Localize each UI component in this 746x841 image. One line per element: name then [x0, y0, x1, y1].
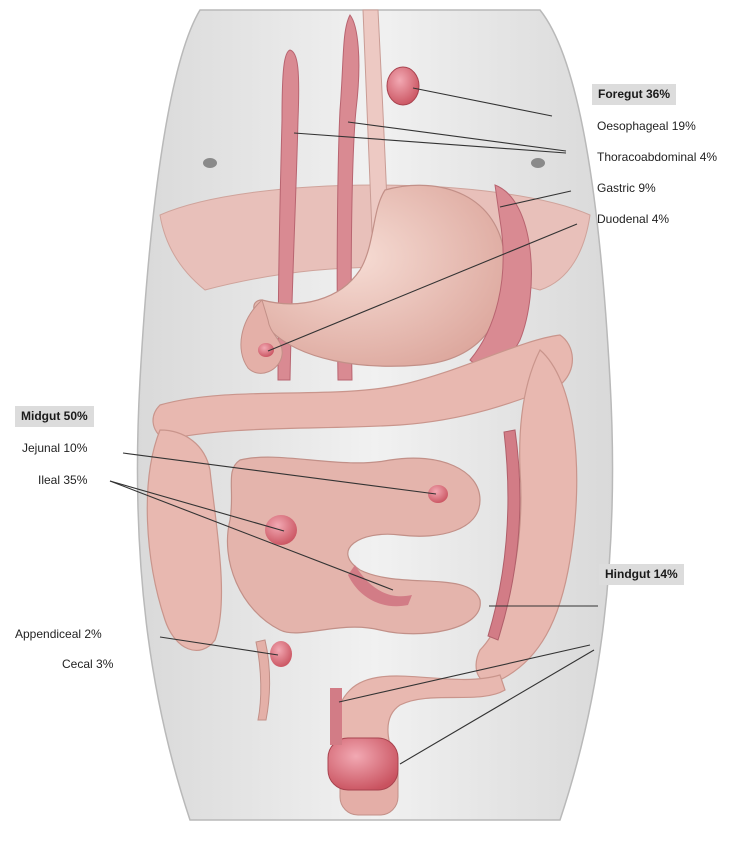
label-gastric: Gastric 9%	[597, 180, 656, 196]
nipple-right	[531, 158, 545, 168]
midgut-header: Midgut 50%	[15, 406, 94, 427]
label-ileal: Ileal 35%	[38, 472, 87, 488]
hindgut-sigmoid-duplication	[330, 688, 342, 745]
label-thoracoabdominal: Thoracoabdominal 4%	[597, 149, 717, 165]
rectal-duplication	[328, 738, 398, 790]
oesophageal-cyst	[387, 67, 419, 105]
jejunal-cyst	[428, 485, 448, 503]
label-cecal: Cecal 3%	[62, 656, 113, 672]
label-oesophageal: Oesophageal 19%	[597, 118, 696, 134]
label-duodenal: Duodenal 4%	[597, 211, 669, 227]
nipple-left	[203, 158, 217, 168]
hindgut-header: Hindgut 14%	[599, 564, 684, 585]
label-jejunal: Jejunal 10%	[22, 440, 87, 456]
foregut-header: Foregut 36%	[592, 84, 676, 105]
label-appendiceal: Appendiceal 2%	[15, 626, 102, 642]
